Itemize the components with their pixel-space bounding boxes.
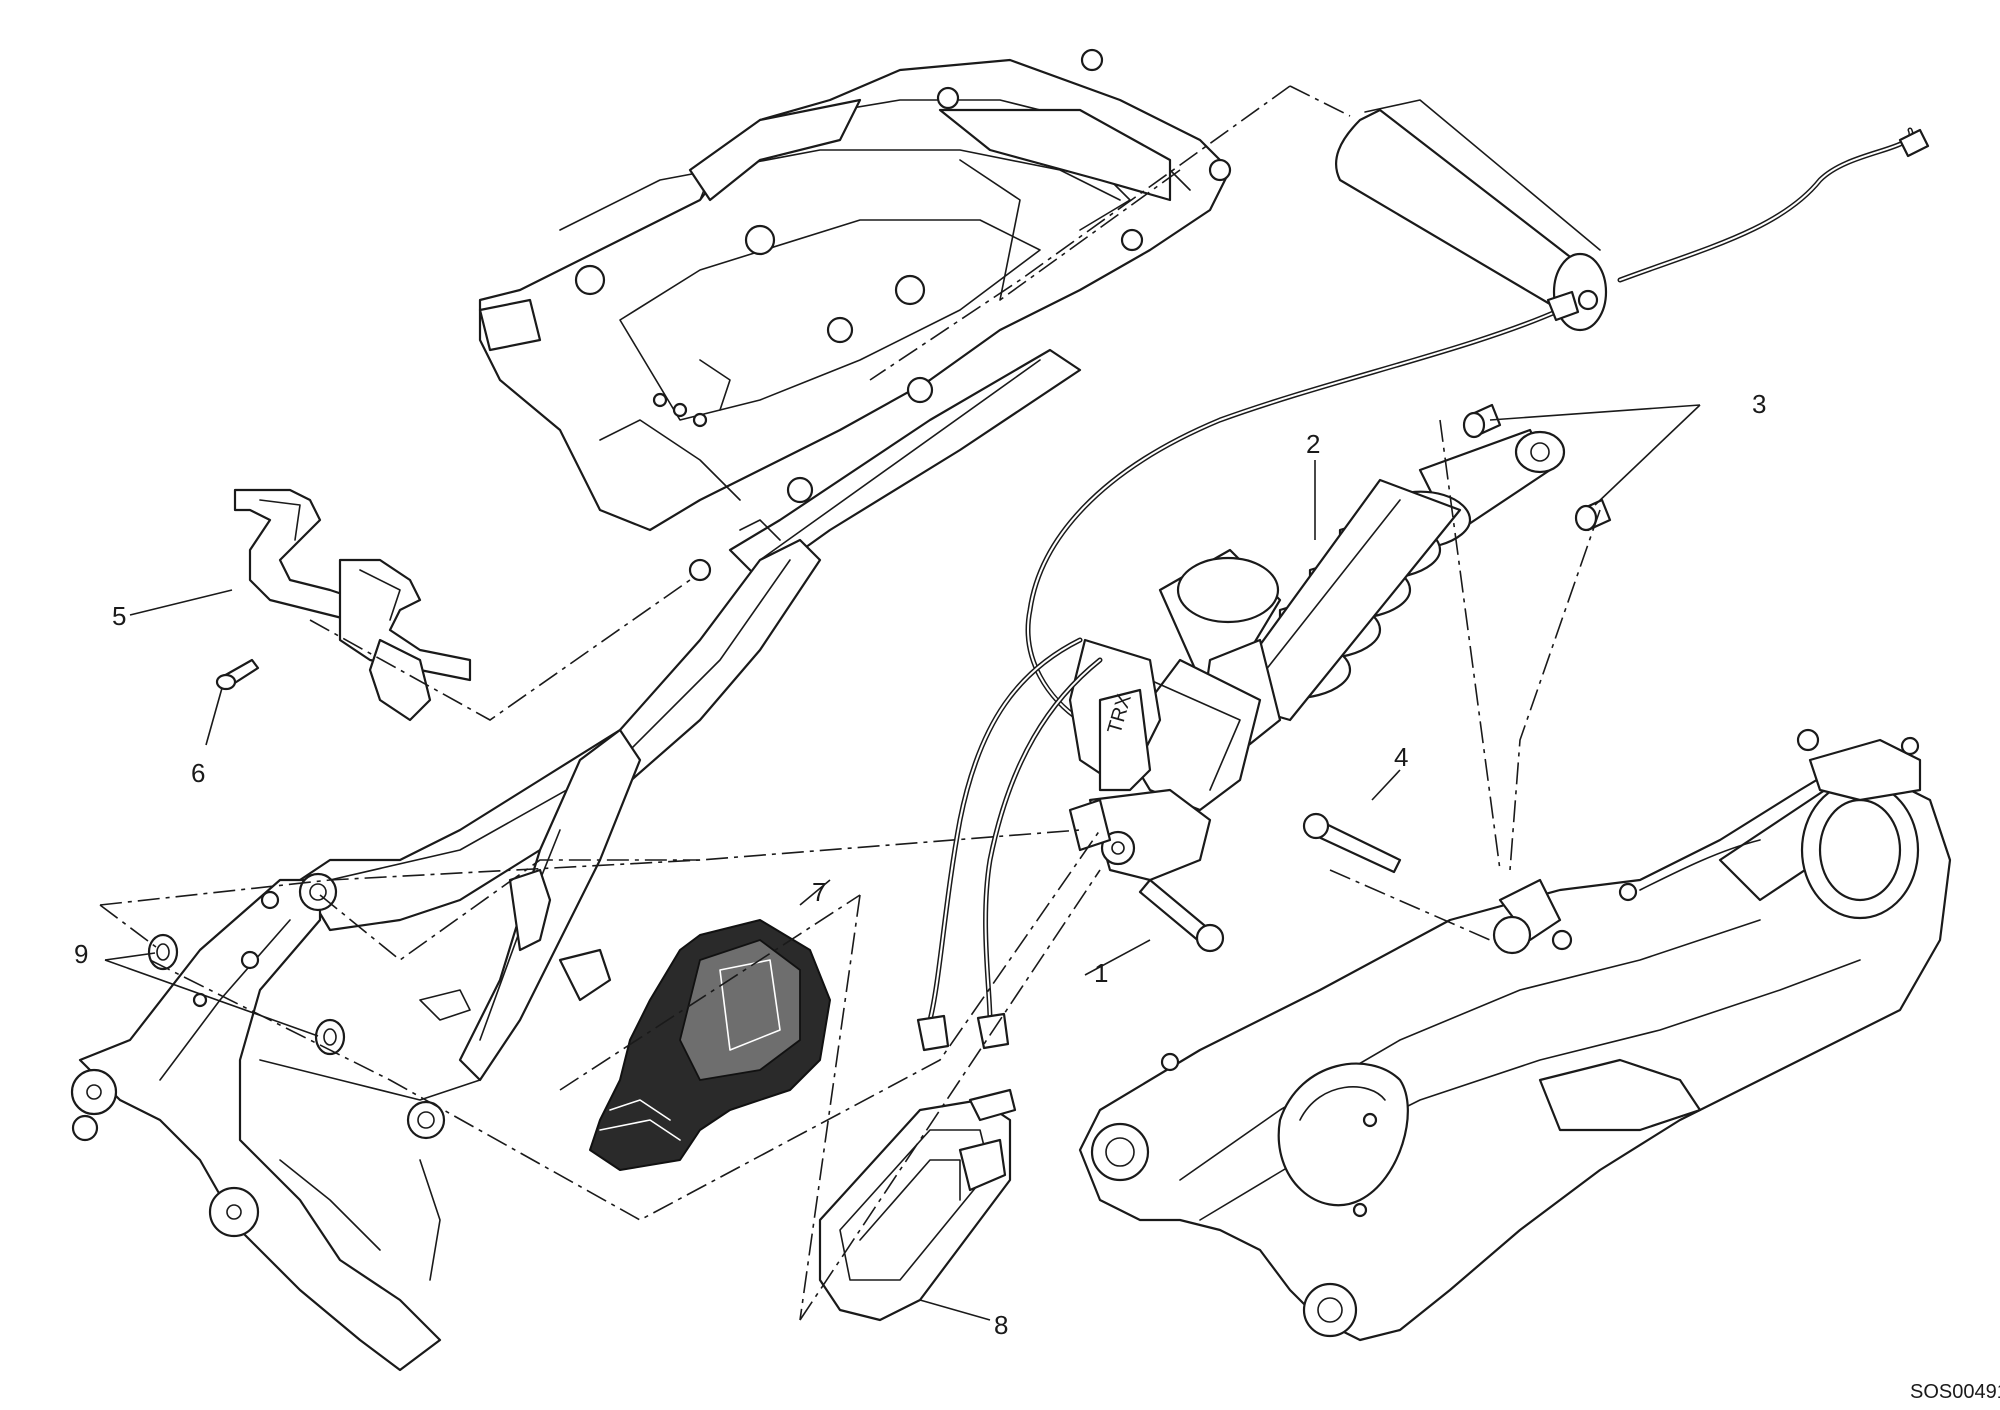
callout-3: 3	[1752, 389, 1766, 419]
assembly-lines	[99, 85, 1601, 1321]
callout-1: 1	[1094, 958, 1108, 988]
part-4-bolt	[1302, 812, 1402, 874]
callout-9: 9	[74, 939, 88, 969]
part-9-washers	[147, 933, 346, 1056]
rear-subframe	[478, 48, 1232, 582]
shock-reservoir	[1025, 99, 1930, 723]
callout-5: 5	[112, 601, 126, 631]
shock-hoses	[916, 637, 1103, 1052]
callout-6: 6	[191, 758, 205, 788]
part-1-bolt	[1138, 878, 1225, 953]
callout-8: 8	[994, 1310, 1008, 1340]
callout-2: 2	[1306, 429, 1320, 459]
part-7-cover	[589, 919, 831, 1171]
part-5-bracket	[233, 488, 472, 722]
part-6-screw	[215, 658, 260, 691]
part-8-ecu	[818, 1088, 1017, 1322]
callout-7: 7	[812, 877, 826, 907]
callout-4: 4	[1394, 742, 1408, 772]
part-3-bushings	[1462, 403, 1612, 532]
drawing-code: SOS00491	[1910, 1381, 2000, 1403]
part-2-rear-shock	[1068, 428, 1566, 882]
leader-lines	[104, 404, 1701, 1321]
swingarm	[1078, 728, 1952, 1342]
callout-numbers: 1 2 3 4 5 6 7 8 9	[74, 389, 1766, 1340]
